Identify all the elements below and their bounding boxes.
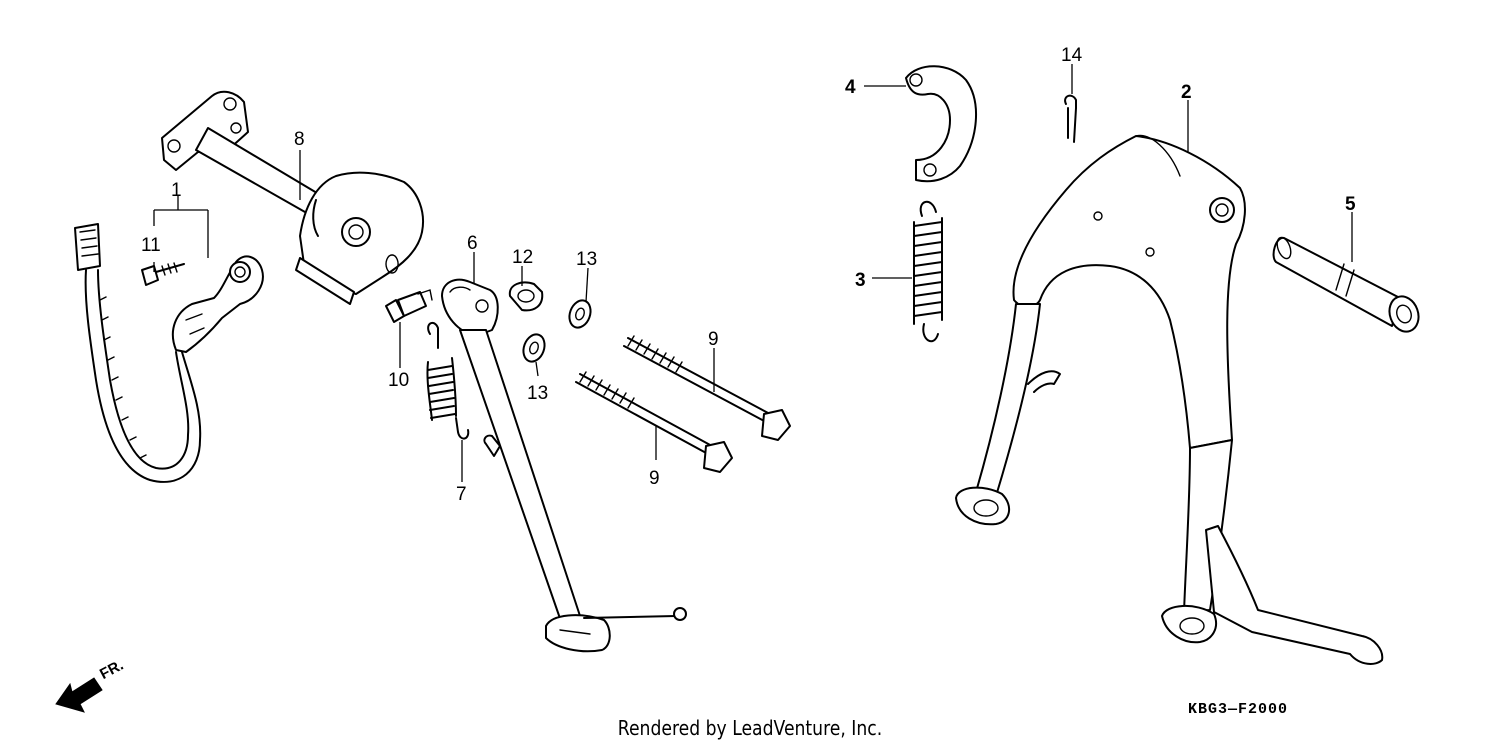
bolt-11-part[interactable] xyxy=(141,262,185,286)
bolt-9-upper-part[interactable] xyxy=(623,335,791,441)
cotter-pin-14-part[interactable] xyxy=(1064,94,1077,143)
stand-bracket-part[interactable] xyxy=(161,90,424,305)
callout-12: 12 xyxy=(512,247,533,268)
spring-3-part[interactable] xyxy=(913,201,943,343)
callout-14: 14 xyxy=(1061,45,1083,66)
pin-10-part[interactable] xyxy=(385,289,433,323)
washer-13-lower-part[interactable] xyxy=(520,331,548,364)
front-arrow-icon xyxy=(55,677,103,713)
washer-13-upper-part[interactable] xyxy=(566,297,594,330)
callout-3: 3 xyxy=(855,270,866,291)
stopper-4-part[interactable] xyxy=(905,65,977,183)
callout-1: 1 xyxy=(171,180,182,201)
shaft-5-part[interactable] xyxy=(1272,236,1424,336)
nut-12-part[interactable] xyxy=(508,281,544,312)
render-credit: Rendered by LeadVenture, Inc. xyxy=(617,716,883,740)
callout-9-lower: 9 xyxy=(649,468,660,489)
side-stand-part[interactable] xyxy=(441,278,687,653)
side-stand-switch-part[interactable] xyxy=(74,223,264,483)
callout-11: 11 xyxy=(141,235,161,256)
callout-13-lower: 13 xyxy=(527,383,548,404)
callout-4: 4 xyxy=(845,77,856,98)
callout-2: 2 xyxy=(1181,82,1192,103)
callout-5: 5 xyxy=(1345,194,1356,215)
callout-10: 10 xyxy=(388,370,409,391)
callout-13-upper: 13 xyxy=(576,249,597,270)
callout-9-upper: 9 xyxy=(708,329,719,350)
diagram-code: KBG3—F2000 xyxy=(1188,701,1289,718)
leader-lines xyxy=(153,64,1353,482)
spring-7-part[interactable] xyxy=(426,321,470,440)
callout-8: 8 xyxy=(294,129,305,150)
callout-7: 7 xyxy=(456,484,467,505)
callout-6: 6 xyxy=(467,233,478,254)
main-stand-part[interactable] xyxy=(955,134,1384,665)
bolt-9-lower-part[interactable] xyxy=(575,371,733,473)
